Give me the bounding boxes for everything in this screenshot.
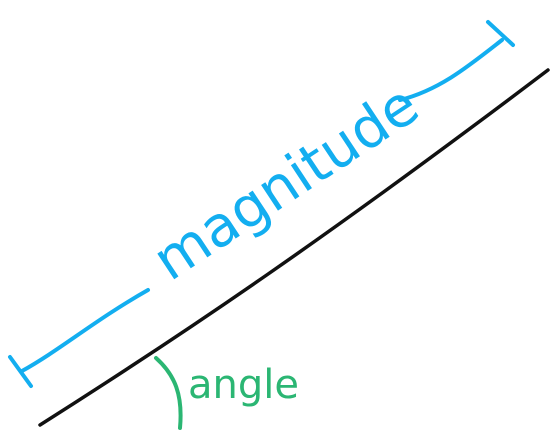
magnitude-right-tick — [486, 20, 515, 47]
magnitude-right-segment — [398, 38, 504, 102]
angle-label: angle — [188, 362, 299, 408]
vector-line — [38, 68, 550, 427]
angle-arc — [154, 356, 183, 430]
magnitude-left-segment — [20, 288, 150, 373]
